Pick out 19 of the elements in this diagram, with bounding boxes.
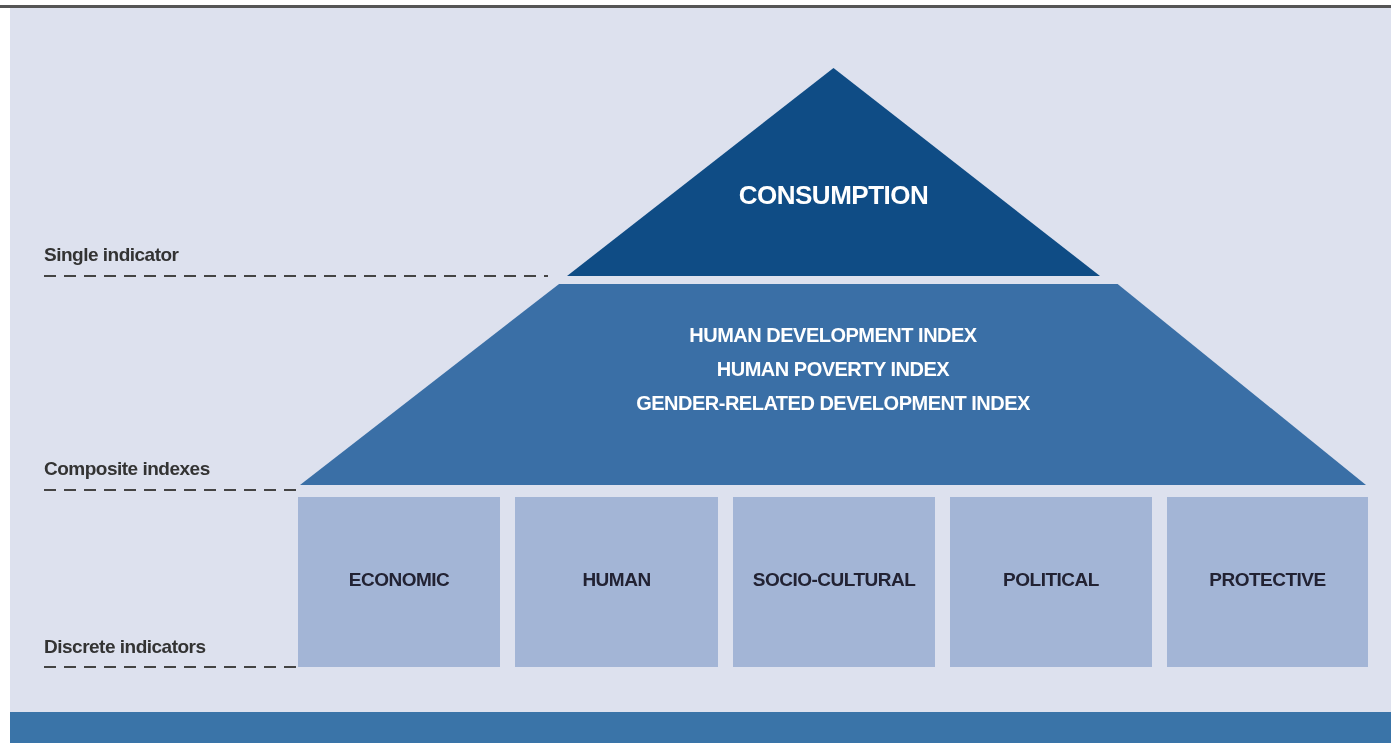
category-label: POLITICAL <box>1002 569 1100 591</box>
category-label: ECONOMIC <box>347 569 451 591</box>
category-label: SOCIO-CULTURAL <box>751 569 917 591</box>
category-box <box>298 497 500 667</box>
level-label: Single indicator <box>44 244 179 266</box>
category-label: PROTECTIVE <box>1208 569 1327 591</box>
category-box <box>733 497 935 667</box>
trapezoid-band <box>300 284 1366 485</box>
level-label: Composite indexes <box>44 458 210 480</box>
pyramid-apex <box>567 68 1100 276</box>
category-box <box>1167 497 1368 667</box>
level-title: HUMAN POVERTY INDEX <box>715 358 951 381</box>
level-title: CONSUMPTION <box>737 180 930 211</box>
level-title: HUMAN DEVELOPMENT INDEX <box>688 324 978 347</box>
category-label: HUMAN <box>581 569 652 591</box>
category-box <box>950 497 1152 667</box>
level-title: GENDER-RELATED DEVELOPMENT INDEX <box>635 392 1031 415</box>
category-box <box>515 497 718 667</box>
level-label: Discrete indicators <box>44 636 206 658</box>
